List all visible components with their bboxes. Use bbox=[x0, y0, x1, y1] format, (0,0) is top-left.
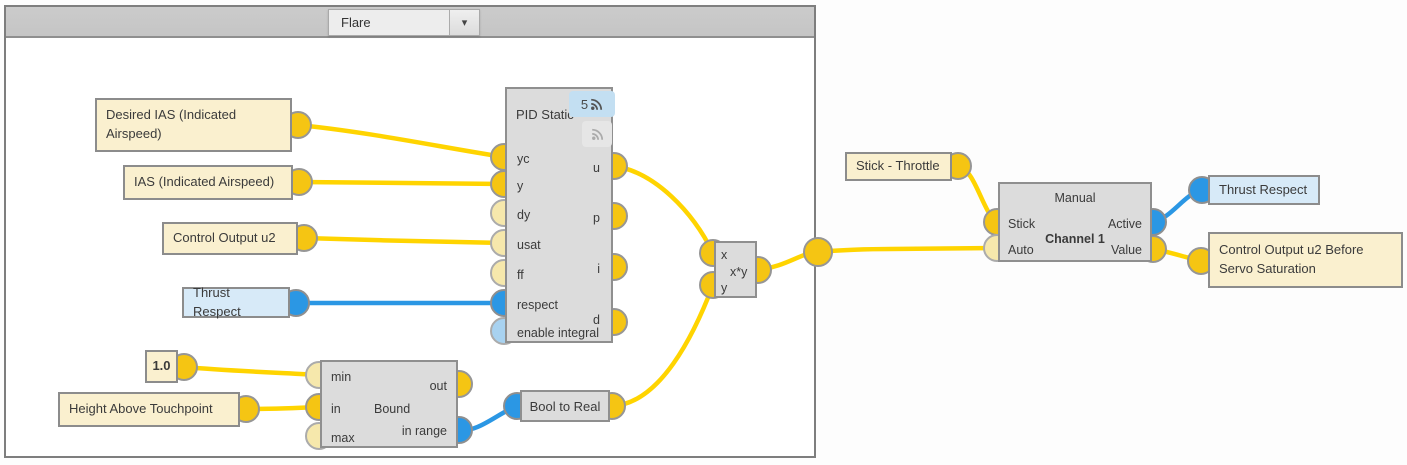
dropdown-arrow-icon[interactable]: ▾ bbox=[449, 10, 479, 35]
io-box-control-output-u2[interactable]: Control Output u2 bbox=[162, 222, 298, 255]
mode-dropdown-value: Flare bbox=[341, 15, 371, 30]
flare-group-header: Flare ▾ bbox=[6, 7, 814, 38]
pid-input-label-y: y bbox=[517, 179, 524, 193]
bound-node[interactable]: min in max Bound out in range bbox=[320, 360, 458, 448]
io-box-desired-ias[interactable]: Desired IAS (Indicated Airspeed) bbox=[95, 98, 292, 152]
pid-telemetry-badge-secondary[interactable] bbox=[582, 121, 612, 147]
multiply-node[interactable]: x y x*y bbox=[714, 241, 757, 298]
bound-input-label-in: in bbox=[331, 402, 341, 416]
io-box-control-output-u2-before[interactable]: Control Output u2 Before Servo Saturatio… bbox=[1208, 232, 1403, 288]
io-box-label: Control Output u2 Before Servo Saturatio… bbox=[1219, 242, 1364, 276]
io-box-label: Thrust Respect bbox=[1219, 181, 1308, 197]
io-box-label: IAS (Indicated Airspeed) bbox=[134, 174, 275, 190]
pid-input-label-ff: ff bbox=[517, 268, 524, 282]
bound-node-title: Bound bbox=[374, 402, 411, 416]
io-box-thrust-respect-out[interactable]: Thrust Respect bbox=[1208, 175, 1320, 205]
pid-telemetry-count: 5 bbox=[580, 96, 589, 112]
bound-output-label-in-range: in range bbox=[401, 424, 447, 438]
bool-to-real-node[interactable]: Bool to Real bbox=[520, 390, 610, 422]
manual-output-label-active: Active bbox=[1107, 217, 1142, 231]
multiply-node-label: x*y bbox=[730, 265, 748, 279]
port-panel-passthrough[interactable] bbox=[803, 237, 833, 267]
pid-input-label-dy: dy bbox=[517, 208, 531, 222]
mode-dropdown[interactable]: Flare ▾ bbox=[328, 9, 480, 36]
pid-telemetry-badge[interactable]: 5 bbox=[569, 91, 615, 117]
wire-control-u2-to-usat[interactable] bbox=[301, 235, 507, 246]
io-box-thrust-respect-in[interactable]: Thrust Respect bbox=[182, 285, 290, 319]
manual-input-label-stick: Stick bbox=[1008, 217, 1036, 231]
io-box-stick-throttle[interactable]: Stick - Throttle bbox=[845, 152, 952, 181]
manual-input-label-auto: Auto bbox=[1008, 243, 1034, 257]
manual-output-label-value: Value bbox=[1110, 243, 1142, 257]
multiply-input-label-y: y bbox=[721, 281, 728, 295]
pid-output-label-u: u bbox=[593, 161, 600, 175]
wire-desired-ias-to-yc[interactable] bbox=[295, 122, 507, 160]
pid-input-label-respect: respect bbox=[517, 298, 558, 312]
manual-channel-node[interactable]: Manual Channel 1 Stick Auto Active Value bbox=[998, 182, 1152, 262]
pid-input-label-usat: usat bbox=[517, 238, 541, 252]
io-box-label: Height Above Touchpoint bbox=[69, 401, 213, 417]
manual-node-title: Manual bbox=[1054, 191, 1096, 205]
pid-output-label-p: p bbox=[593, 211, 600, 225]
pid-input-label-yc: yc bbox=[517, 152, 530, 166]
bound-input-label-max: max bbox=[331, 431, 355, 445]
wire-const-to-min[interactable] bbox=[181, 364, 322, 378]
pid-output-label-i: i bbox=[597, 262, 600, 276]
io-box-ias[interactable]: IAS (Indicated Airspeed) bbox=[123, 165, 293, 200]
io-box-label: Control Output u2 bbox=[173, 230, 276, 246]
wire-booltoreal-to-y[interactable] bbox=[609, 282, 716, 409]
bound-output-label-out: out bbox=[429, 379, 447, 393]
manual-channel-label: Channel 1 bbox=[1045, 232, 1105, 246]
io-box-label: Stick - Throttle bbox=[856, 158, 940, 174]
pid-node-title: PID Static bbox=[516, 107, 574, 122]
io-box-label: 1.0 bbox=[152, 358, 171, 374]
pid-input-label-enable-integral: enable integral bbox=[517, 326, 600, 340]
pid-output-label-d: d bbox=[593, 313, 600, 327]
io-box-label: Desired IAS (Indicated Airspeed) bbox=[106, 107, 237, 141]
wire-ias-to-y[interactable] bbox=[296, 179, 507, 187]
multiply-input-label-x: x bbox=[721, 248, 728, 262]
wire-xy-to-auto[interactable] bbox=[755, 245, 1000, 273]
io-box-const-1[interactable]: 1.0 bbox=[145, 350, 178, 383]
bound-input-label-min: min bbox=[331, 370, 352, 384]
io-box-height-above-touchpoint[interactable]: Height Above Touchpoint bbox=[58, 392, 240, 427]
io-box-label: Thrust Respect bbox=[193, 284, 241, 319]
rss-telemetry-icon bbox=[591, 98, 603, 110]
wire-u-to-x[interactable] bbox=[611, 163, 716, 256]
rss-telemetry-disabled-icon bbox=[591, 128, 603, 140]
bool-to-real-label: Bool to Real bbox=[529, 398, 601, 414]
pid-static-node[interactable]: PID Static 5 yc y dy usat ff respect ena… bbox=[505, 87, 615, 343]
